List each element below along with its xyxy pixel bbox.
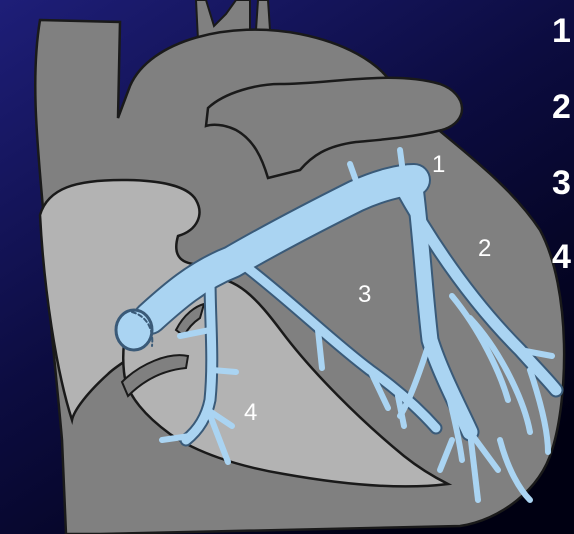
vessel-label-1: 1 [432,151,445,178]
vessel-label-4: 4 [244,399,257,426]
vessel-label-3: 3 [358,281,371,308]
list-number-2: 2 [552,88,571,127]
list-number-4: 4 [552,238,571,277]
list-number-1: 1 [552,12,571,51]
vessel-label-2: 2 [478,235,491,262]
list-number-3: 3 [552,164,571,203]
